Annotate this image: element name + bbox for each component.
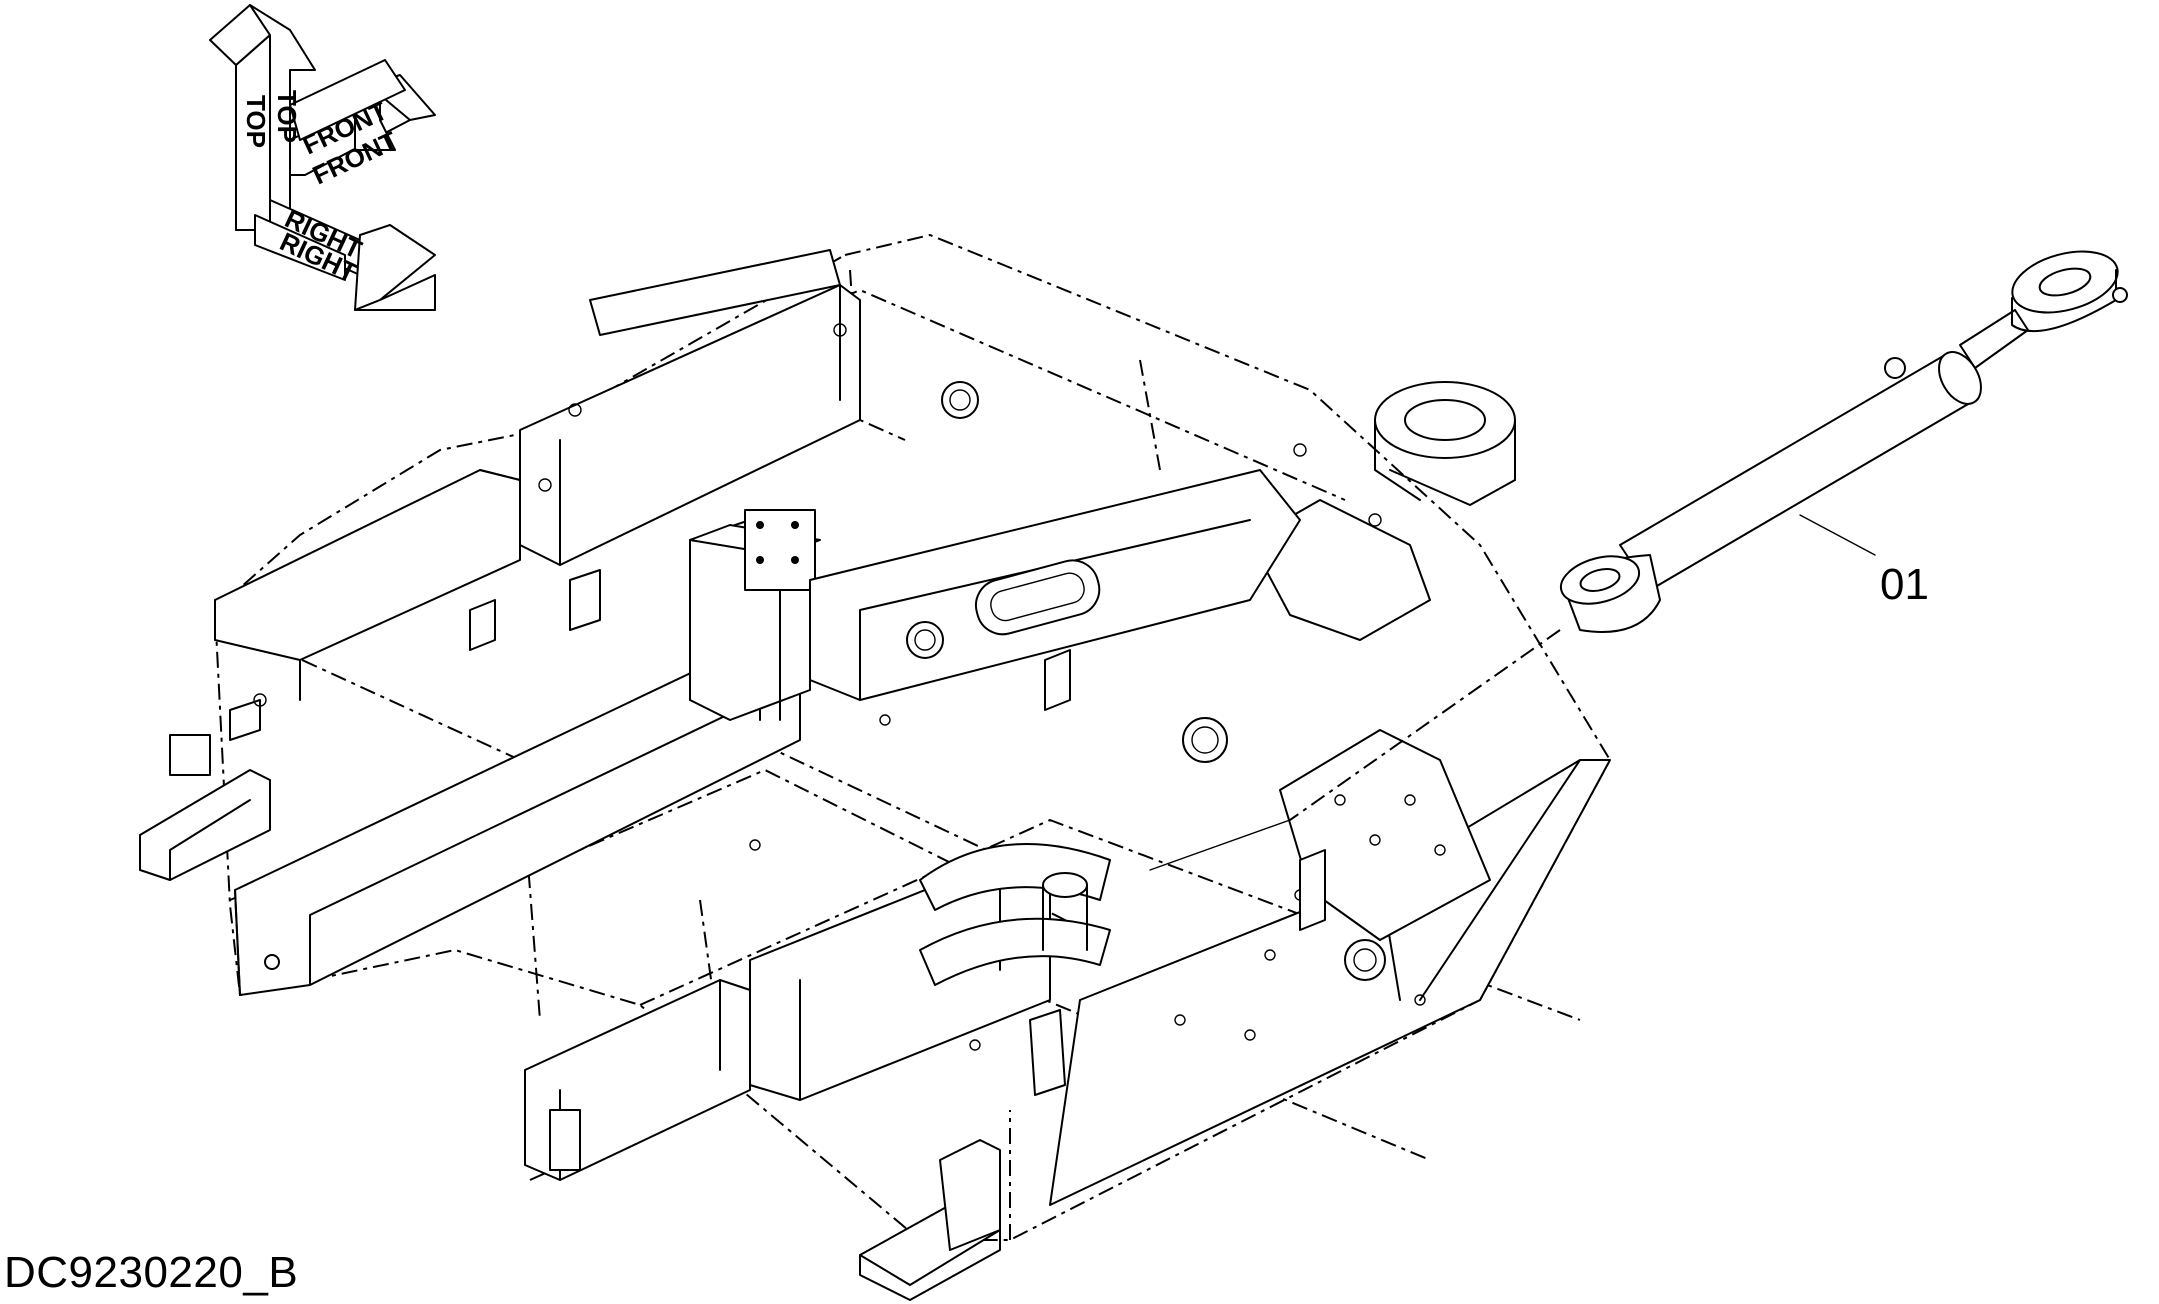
frame-hidden-outline — [214, 234, 1611, 1241]
revolving-frame — [139, 234, 1611, 1301]
cylinder-base-eye — [1559, 554, 1661, 633]
central-tower — [689, 509, 821, 721]
right-arrow-icon — [254, 199, 436, 311]
cylinder-mount-line-2 — [1149, 819, 1291, 871]
right-front-deck — [1049, 729, 1611, 1206]
cylinder-rod-eye — [2011, 250, 2128, 333]
top-label-2: TOP — [272, 90, 302, 143]
front-arrow-icon — [289, 59, 436, 176]
bolts — [253, 323, 1426, 1051]
rear-cross-member — [519, 249, 861, 566]
orientation-indicator: TOP TOP FRONT FRONT RIGHT RIGHT — [209, 4, 436, 311]
ports — [906, 381, 1386, 981]
swing-ring — [919, 843, 1111, 986]
front-step — [859, 1139, 1001, 1301]
callout-label-01: 01 — [1880, 560, 1929, 609]
callout-leader-line — [1799, 514, 1876, 556]
hydraulic-cylinder — [1149, 250, 2128, 871]
drawing-number: DC9230220_B — [4, 1248, 299, 1297]
cylinder-mount-line — [1289, 629, 1561, 821]
top-label-1: TOP — [241, 95, 271, 148]
cylinder-rod — [1959, 309, 2029, 369]
left-deck — [139, 469, 521, 881]
front-center-blocks — [524, 859, 1051, 1181]
boom-foot — [1249, 381, 1516, 641]
cylinder-barrel — [1619, 351, 1982, 591]
mounting-tabs — [469, 569, 1326, 1096]
